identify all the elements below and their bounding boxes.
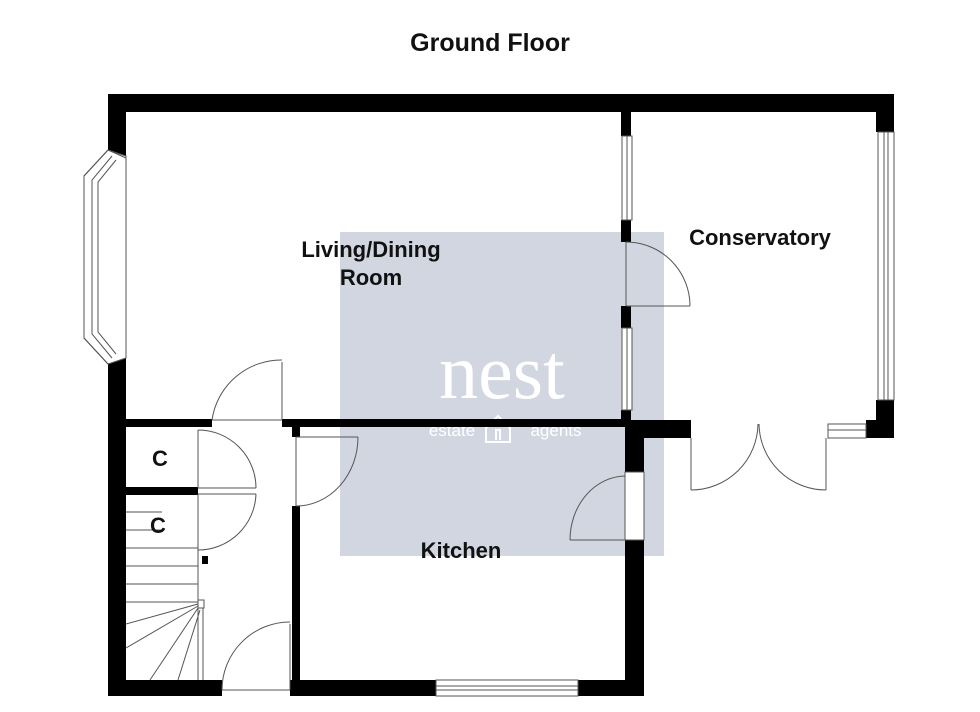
living-door bbox=[211, 359, 283, 421]
cupboard-label-lower: C bbox=[150, 513, 166, 538]
floor-title: Ground Floor bbox=[410, 29, 570, 57]
watermark-panel bbox=[340, 232, 664, 556]
partition-window-upper bbox=[621, 135, 633, 221]
conservatory-small-window bbox=[827, 423, 867, 439]
conservatory-window bbox=[877, 131, 895, 401]
watermark-brand: nest bbox=[439, 328, 565, 415]
partition-window-lower bbox=[621, 327, 633, 411]
walls bbox=[108, 94, 894, 696]
kitchen-door bbox=[295, 436, 359, 507]
conservatory-door bbox=[625, 241, 691, 307]
living-room-label-line2: Room bbox=[340, 265, 402, 290]
staircase bbox=[125, 511, 205, 681]
bay-window bbox=[83, 149, 127, 365]
kitchen-label: Kitchen bbox=[421, 538, 502, 563]
side-door bbox=[569, 471, 645, 541]
kitchen-window bbox=[435, 679, 579, 697]
cupboard-door-lower bbox=[197, 493, 257, 551]
cupboard-door-upper bbox=[197, 429, 257, 489]
watermark: nest estate agents bbox=[340, 232, 664, 556]
front-door bbox=[221, 621, 291, 691]
conservatory-label: Conservatory bbox=[689, 225, 832, 250]
living-room-label-line1: Living/Dining bbox=[301, 237, 440, 262]
french-doors bbox=[690, 423, 827, 491]
cupboard-label-upper: C bbox=[152, 446, 168, 471]
